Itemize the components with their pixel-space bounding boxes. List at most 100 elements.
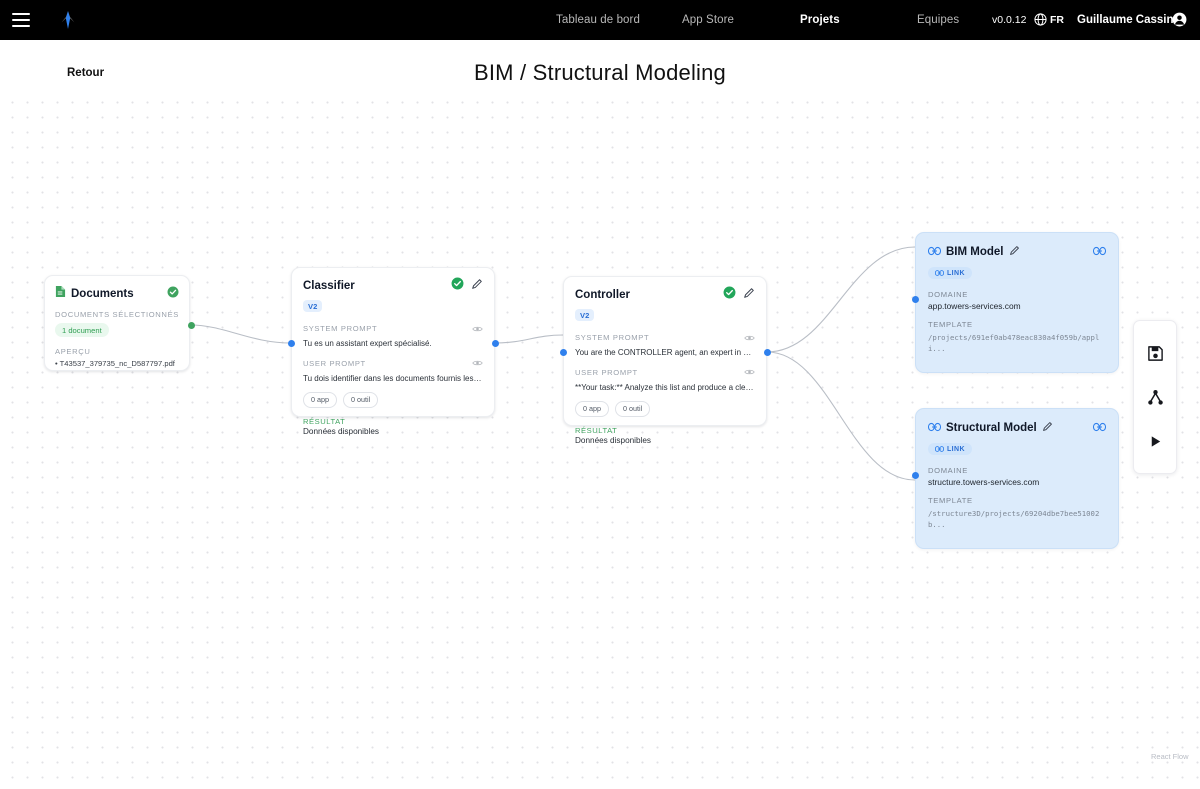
handle-controller-input[interactable] (560, 349, 567, 356)
structural-model-template-label: TEMPLATE (928, 496, 973, 505)
language-selector[interactable]: FR (1050, 14, 1064, 26)
handle-classifier-input[interactable] (288, 340, 295, 347)
top-navigation-bar: Tableau de bord App Store Projets Equipe… (0, 0, 1200, 40)
controller-pill-row: 0 app 0 outil (575, 400, 755, 417)
back-button[interactable]: Retour (67, 67, 105, 79)
nav-link-equipes[interactable]: Equipes (917, 14, 960, 26)
globe-icon[interactable] (1034, 13, 1047, 31)
structural-model-header: Structural Model (927, 419, 1107, 437)
documents-file-item[interactable]: • T43537_379735_nc_D587797.pdf (55, 358, 175, 368)
controller-version-badge: V2 (575, 309, 595, 321)
classifier-user-prompt-value: Tu dois identifier dans les documents fo… (303, 373, 483, 383)
structural-model-domain-value: structure.towers-services.com (928, 477, 1040, 487)
pencil-icon[interactable] (1042, 419, 1053, 437)
classifier-pill-row: 0 app 0 outil (303, 391, 483, 408)
classifier-user-prompt-row: USER PROMPT (303, 354, 483, 372)
handle-structural-model-input[interactable] (912, 472, 919, 479)
node-documents[interactable]: Documents DOCUMENTS SÉLECTIONNÉS 1 docum… (44, 275, 195, 371)
controller-title: Controller (575, 289, 630, 301)
pencil-icon[interactable] (743, 286, 755, 304)
node-classifier[interactable]: Classifier V2 SYSTEM PROMPT (288, 267, 499, 436)
app-version-label: v0.0.12 (992, 14, 1027, 26)
structural-model-template-value: /structure3D/projects/69204dbe7bee51002 … (928, 509, 1100, 530)
username-label[interactable]: Guillaume Cassin (1077, 14, 1174, 26)
handle-documents-output[interactable] (188, 322, 195, 329)
link-icon (935, 270, 944, 276)
canvas-tool-panel (1133, 320, 1177, 474)
react-flow-attribution[interactable]: React Flow (1151, 752, 1189, 761)
classifier-apps-pill[interactable]: 0 app (303, 391, 337, 408)
structural-model-type-badge-label: LINK (947, 445, 965, 453)
edge-layer (189, 246, 916, 481)
link-icon (927, 419, 942, 437)
node-structural-model[interactable]: Structural Model LINK (912, 408, 1119, 549)
controller-user-prompt-label: USER PROMPT (575, 367, 638, 377)
play-icon[interactable] (1144, 430, 1166, 452)
controller-apps-pill[interactable]: 0 app (575, 400, 609, 417)
check-circle-icon (451, 277, 464, 295)
nav-link-tableau-de-bord[interactable]: Tableau de bord (556, 14, 640, 26)
handle-controller-output[interactable] (764, 349, 771, 356)
nav-link-app-store[interactable]: App Store (682, 14, 735, 26)
check-circle-icon (167, 285, 179, 303)
handle-bim-model-input[interactable] (912, 296, 919, 303)
open-link-icon[interactable] (1092, 243, 1107, 261)
page-title: BIM / Structural Modeling (474, 60, 726, 85)
layout-graph-icon[interactable] (1144, 386, 1166, 408)
nav-link-projets[interactable]: Projets (800, 14, 840, 26)
flow-canvas[interactable]: Documents DOCUMENTS SÉLECTIONNÉS 1 docum… (0, 92, 1200, 789)
classifier-result-label: RÉSULTAT (303, 416, 346, 426)
bim-model-template-value: /projects/691ef0ab478eac830a4f059b/appl … (928, 333, 1100, 354)
handle-classifier-output[interactable] (492, 340, 499, 347)
controller-user-prompt-row: USER PROMPT (575, 363, 755, 381)
bim-model-type-badge: LINK (928, 267, 972, 279)
edge-controller-to-structural (766, 351, 916, 481)
classifier-tools-pill[interactable]: 0 outil (343, 391, 379, 408)
bim-model-template-label: TEMPLATE (928, 320, 973, 329)
controller-system-prompt-label: SYSTEM PROMPT (575, 333, 650, 342)
controller-result-label: RÉSULTAT (575, 425, 618, 435)
controller-header: Controller (575, 286, 755, 304)
classifier-system-prompt-value: Tu es un assistant expert spécialisé. (303, 339, 432, 348)
link-icon (935, 446, 944, 452)
eye-icon[interactable] (472, 320, 483, 338)
structural-model-domain-label: DOMAINE (928, 466, 968, 475)
pencil-icon[interactable] (1009, 243, 1020, 261)
controller-tools-pill[interactable]: 0 outil (615, 400, 651, 417)
controller-system-prompt-row: SYSTEM PROMPT (575, 329, 755, 347)
pencil-icon[interactable] (471, 277, 483, 295)
controller-result-value: Données disponibles (575, 436, 652, 445)
bim-model-domain-label: DOMAINE (928, 290, 968, 299)
edge-classifier-to-controller (494, 334, 564, 344)
hamburger-menu-icon[interactable] (12, 13, 30, 27)
classifier-version-badge: V2 (303, 300, 323, 312)
classifier-header: Classifier (303, 277, 483, 295)
user-avatar-icon[interactable] (1172, 12, 1187, 32)
documents-preview-label: APERÇU (55, 346, 91, 356)
classifier-system-prompt-label: SYSTEM PROMPT (303, 324, 378, 333)
structural-model-type-badge: LINK (928, 443, 972, 455)
classifier-system-prompt-row: SYSTEM PROMPT (303, 320, 483, 338)
bim-model-type-badge-label: LINK (947, 269, 965, 277)
check-circle-icon (723, 286, 736, 304)
node-controller[interactable]: Controller V2 SYSTEM PROMPT (560, 276, 771, 445)
documents-title: Documents (71, 288, 134, 300)
eye-icon[interactable] (472, 354, 483, 372)
node-bim-model[interactable]: BIM Model LINK DOMA (912, 232, 1119, 373)
open-link-icon[interactable] (1092, 419, 1107, 437)
edge-controller-to-bim (766, 246, 916, 353)
save-icon[interactable] (1144, 342, 1166, 364)
documents-count-badge: 1 document (55, 323, 109, 337)
tower-logo-icon[interactable] (56, 8, 80, 32)
structural-model-title: Structural Model (946, 422, 1037, 434)
documents-header: Documents (55, 285, 179, 303)
eye-icon[interactable] (744, 329, 755, 347)
bim-model-title: BIM Model (946, 246, 1004, 258)
controller-user-prompt-value: **Your task:** Analyze this list and pro… (575, 382, 755, 392)
eye-icon[interactable] (744, 363, 755, 381)
bim-model-domain-value: app.towers-services.com (928, 301, 1021, 311)
classifier-result-value: Données disponibles (303, 427, 380, 436)
classifier-title: Classifier (303, 280, 355, 292)
bim-model-header: BIM Model (927, 243, 1107, 261)
documents-selected-label: DOCUMENTS SÉLECTIONNÉS (55, 310, 180, 319)
